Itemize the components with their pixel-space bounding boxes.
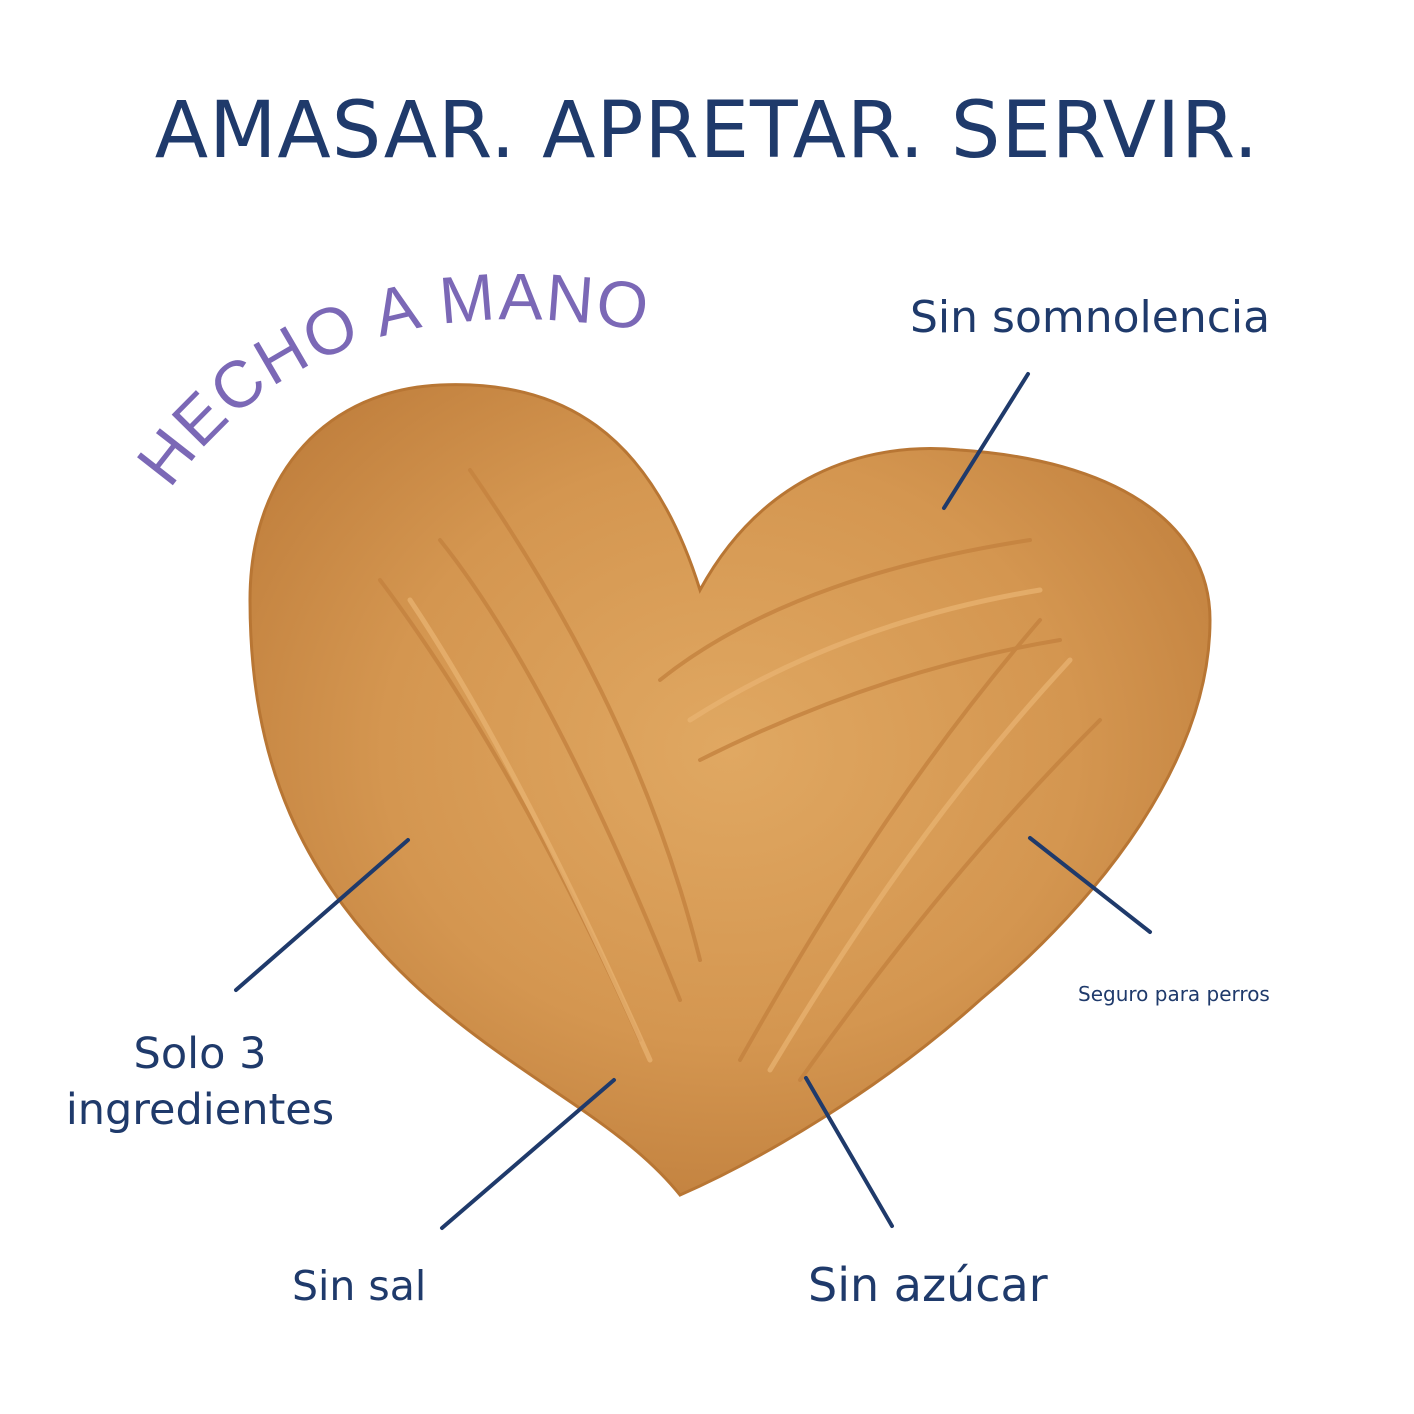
label-sin-azucar: Sin azúcar: [808, 1258, 1048, 1312]
callout-line-perros: [1028, 836, 1152, 934]
callout-line-somnolencia: [942, 372, 1030, 510]
label-seguro-para-perros: Seguro para perros: [1078, 982, 1270, 1006]
swirl-texture: [378, 468, 1102, 1082]
label-ingredientes-line2: ingredientes: [65, 1085, 335, 1135]
heart-shape: [248, 383, 1212, 1197]
swirl-highlights: [407, 587, 1073, 1073]
callout-line-sal: [440, 1078, 616, 1230]
label-solo-3-ingredientes: Solo 3 ingredientes: [50, 1026, 350, 1138]
label-sin-somnolencia: Sin somnolencia: [910, 292, 1271, 343]
callout-lines: [234, 372, 1152, 1230]
headline: AMASAR. APRETAR. SERVIR.: [154, 86, 1260, 176]
label-ingredientes-line1: Solo 3: [133, 1029, 267, 1079]
callout-line-ingredientes: [234, 838, 410, 992]
label-sin-sal: Sin sal: [292, 1262, 427, 1310]
callout-line-azucar: [804, 1076, 894, 1228]
